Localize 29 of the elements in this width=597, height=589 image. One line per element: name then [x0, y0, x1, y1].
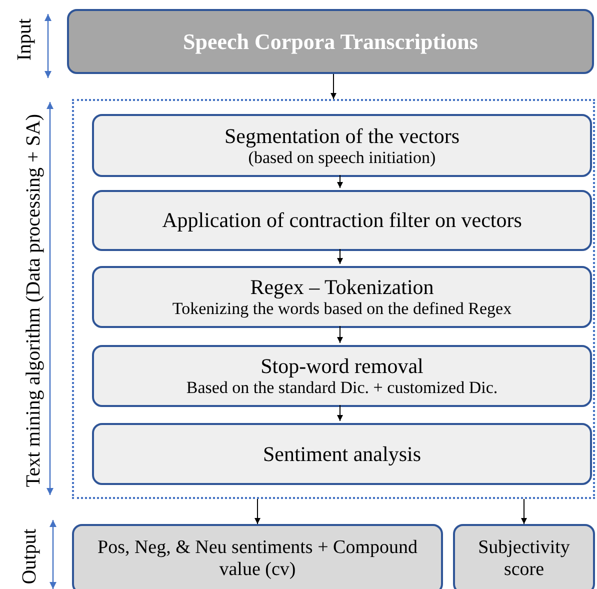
output-box	[72, 524, 443, 589]
box-subtitle: Based on the standard Dic. + customized Dic.	[186, 378, 498, 398]
stage-label: Input	[14, 17, 36, 63]
output-box	[453, 524, 595, 589]
process-box	[92, 345, 592, 407]
stage-label: Output	[18, 528, 42, 586]
arrow	[330, 74, 336, 100]
arrow	[337, 404, 343, 422]
box-title: Regex – Tokenization	[250, 275, 434, 300]
box-title: Application of contraction filter on vectors	[162, 208, 522, 233]
input-box	[67, 9, 594, 74]
box-title: Speech Corpora Transcriptions	[183, 28, 478, 54]
box-title: Subjectivity score	[477, 537, 571, 581]
box-subtitle: (based on speech initiation)	[248, 148, 436, 168]
process-box	[92, 423, 592, 485]
side-heading: Text mining algorithm (Data processing + SA)	[22, 112, 46, 490]
arrow	[521, 498, 527, 524]
process-box	[92, 190, 592, 251]
box-title: Segmentation of the vectors	[224, 124, 460, 148]
arrow	[337, 248, 343, 264]
box-title: Stop-word removal	[260, 354, 424, 378]
box-title: Pos, Neg, & Neu sentiments + Compound value (cv)	[96, 537, 418, 581]
arrow	[337, 174, 343, 188]
process-box	[92, 266, 592, 328]
process-box	[92, 114, 592, 177]
box-title: Sentiment analysis	[262, 442, 422, 466]
arrow	[254, 498, 260, 524]
box-subtitle: Tokenizing the words based on the defined Regex	[172, 299, 512, 319]
arrow	[337, 326, 343, 344]
